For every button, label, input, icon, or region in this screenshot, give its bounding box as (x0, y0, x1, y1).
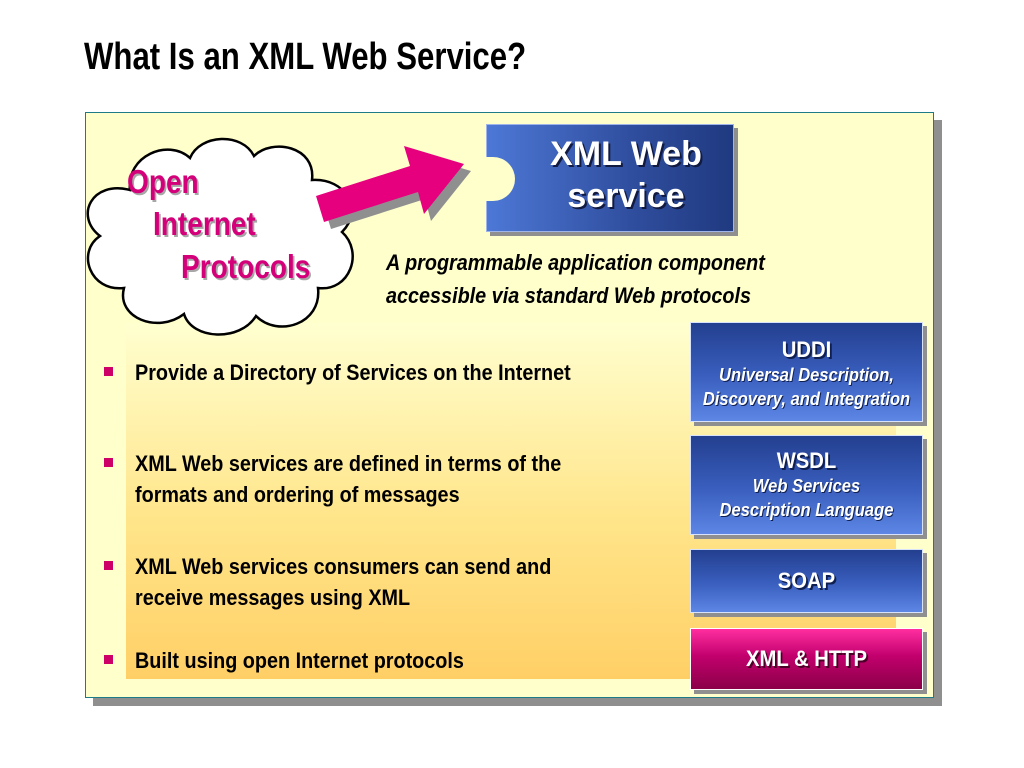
cloud-label-open: Open (127, 163, 199, 200)
bullet-square-icon (104, 561, 113, 570)
cloud-icon (86, 137, 354, 336)
bullet-square-icon (104, 458, 113, 467)
cloud-label-internet: Internet (153, 205, 256, 242)
arrow-right-icon (316, 146, 471, 229)
bullet-square-icon (104, 367, 113, 376)
definition-text: A programmable application component acc… (386, 250, 765, 308)
stack-wsdl: WSDL Web Services Description Language (690, 435, 923, 535)
xml-web-service-box: XML Web service (485, 124, 734, 232)
puzzle-notch (485, 157, 515, 201)
cloud-label-protocols: Protocols (181, 248, 311, 285)
stack-xml-http: XML & HTTP (690, 628, 923, 690)
xml-web-service-label: XML Web service (550, 135, 702, 215)
stack-uddi: UDDI Universal Description, Discovery, a… (690, 322, 923, 422)
slide-title: What Is an XML Web Service? (84, 36, 527, 78)
bullet-square-icon (104, 655, 113, 664)
stack-soap: SOAP (690, 549, 923, 613)
